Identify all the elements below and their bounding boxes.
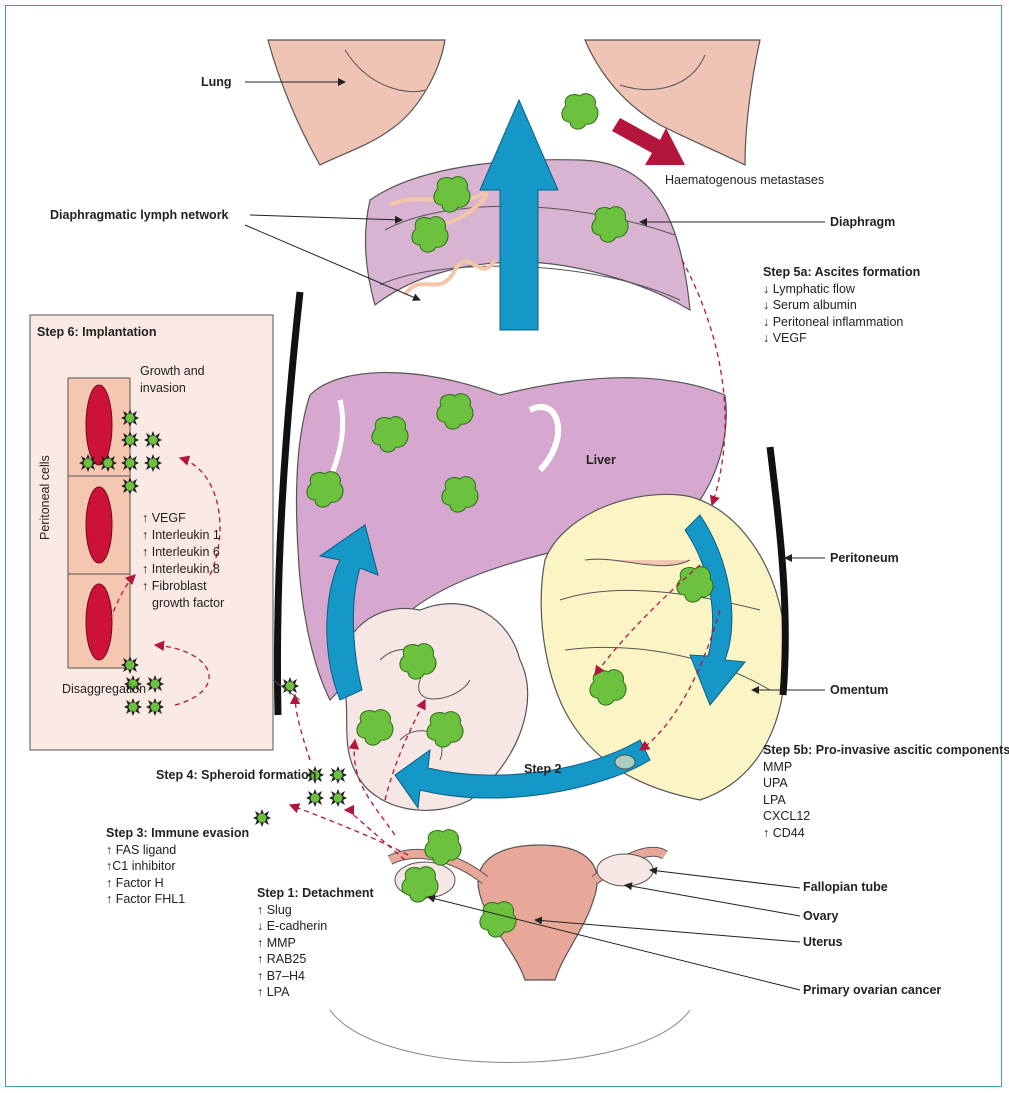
step6-factor: growth factor xyxy=(142,595,224,612)
liver-label: Liver xyxy=(586,453,616,468)
step1-item: ↑ MMP xyxy=(257,935,374,952)
step1-title: Step 1: Detachment xyxy=(257,885,374,902)
step1-item: ↓ E-cadherin xyxy=(257,918,374,935)
peritoneum-label: Peritoneum xyxy=(830,551,899,566)
tumour-lung xyxy=(562,94,598,129)
step5b-item: ↑ CD44 xyxy=(763,825,1009,842)
growth-invasion-line: Growth and xyxy=(140,363,205,380)
peritoneal-nucleus-1 xyxy=(86,385,112,465)
step2-label: Step 2 xyxy=(524,762,562,777)
ascitic-current-label: Ascitic current xyxy=(495,797,583,812)
step6-factor: ↑ Interleukin 6 xyxy=(142,544,224,561)
step6-factor: ↑ Interleukin 8 xyxy=(142,561,224,578)
disaggregation-label: Disaggregation xyxy=(62,682,146,697)
omentum-shape xyxy=(541,494,785,800)
step5a-block: Step 5a: Ascites formation ↓ Lymphatic f… xyxy=(763,264,920,347)
uterus-label: Uterus xyxy=(803,935,843,950)
fallopian-tube-label: Fallopian tube xyxy=(803,880,888,895)
peritoneal-cells-label: Peritoneal cells xyxy=(38,455,53,540)
step4-label: Step 4: Spheroid formation xyxy=(156,768,316,783)
step1-item: ↑ B7–H4 xyxy=(257,968,374,985)
step6-title: Step 6: Implantation xyxy=(37,325,156,340)
step5a-item: ↓ VEGF xyxy=(763,330,920,347)
primary-cancer-label: Primary ovarian cancer xyxy=(803,983,941,998)
step5b-item: LPA xyxy=(763,792,1009,809)
haematogenous-label: Haematogenous metastases xyxy=(665,173,824,188)
step5b-item: MMP xyxy=(763,759,1009,776)
step6-factors: ↑ VEGF ↑ Interleukin 1 ↑ Interleukin 6 ↑… xyxy=(142,510,224,612)
step5b-item: CXCL12 xyxy=(763,808,1009,825)
step5a-item: ↓ Serum albumin xyxy=(763,297,920,314)
ovary-label: Ovary xyxy=(803,909,838,924)
step3-item: ↑ Factor H xyxy=(106,875,249,892)
step1-item: ↑ RAB25 xyxy=(257,951,374,968)
step3-block: Step 3: Immune evasion ↑ FAS ligand ↑C1 … xyxy=(106,825,249,908)
step1-item: ↑ LPA xyxy=(257,984,374,1001)
omentum-label: Omentum xyxy=(830,683,888,698)
step6-factor: ↑ VEGF xyxy=(142,510,224,527)
step5a-item: ↓ Peritoneal inflammation xyxy=(763,314,920,331)
lung-label: Lung xyxy=(201,75,232,90)
growth-invasion-line: invasion xyxy=(140,380,205,397)
step1-block: Step 1: Detachment ↑ Slug ↓ E-cadherin ↑… xyxy=(257,885,374,1001)
left-lung xyxy=(268,40,445,165)
step5b-block: Step 5b: Pro-invasive ascitic components… xyxy=(763,742,1009,841)
step3-item: ↑ Factor FHL1 xyxy=(106,891,249,908)
step5b-title: Step 5b: Pro-invasive ascitic components xyxy=(763,742,1009,759)
step5a-title: Step 5a: Ascites formation xyxy=(763,264,920,281)
peritoneal-nucleus-2 xyxy=(86,487,112,563)
step5a-item: ↓ Lymphatic flow xyxy=(763,281,920,298)
step3-item: ↑ FAS ligand xyxy=(106,842,249,859)
step3-item: ↑C1 inhibitor xyxy=(106,858,249,875)
peritoneal-nucleus-3 xyxy=(86,584,112,660)
step6-factor: ↑ Fibroblast xyxy=(142,578,224,595)
step1-item: ↑ Slug xyxy=(257,902,374,919)
growth-invasion-label: Growth and invasion xyxy=(140,363,205,397)
diaphragmatic-lymph-label: Diaphragmatic lymph network xyxy=(50,208,229,223)
step5b-item: UPA xyxy=(763,775,1009,792)
step3-title: Step 3: Immune evasion xyxy=(106,825,249,842)
diaphragm-label: Diaphragm xyxy=(830,215,895,230)
right-ovary xyxy=(597,854,653,886)
step6-factor: ↑ Interleukin 1 xyxy=(142,527,224,544)
